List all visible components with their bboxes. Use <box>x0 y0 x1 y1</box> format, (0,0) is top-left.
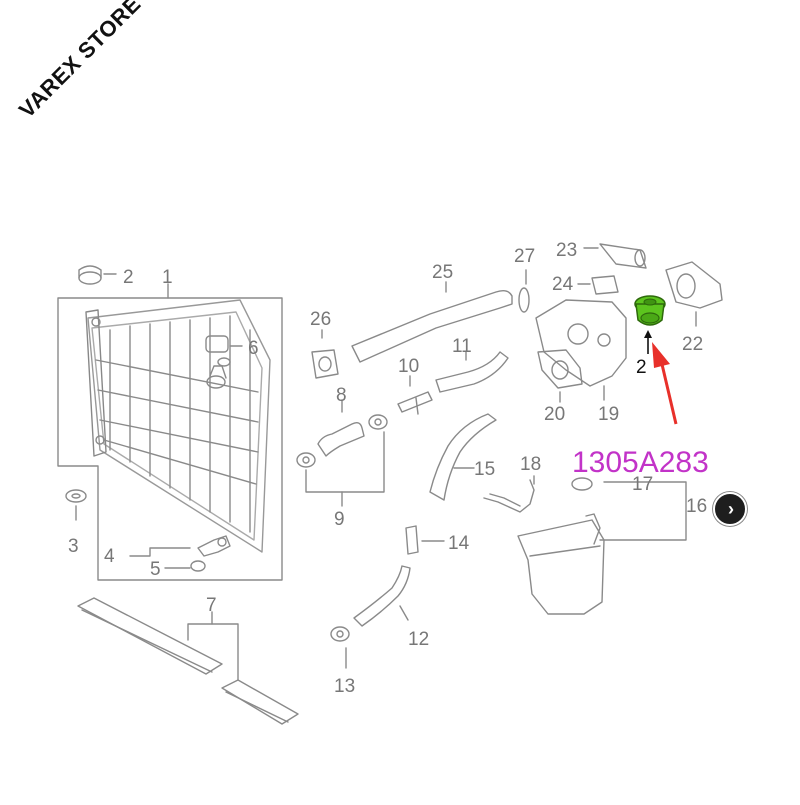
part-4-5-drain <box>129 535 231 572</box>
callout-16: 16 <box>686 496 707 517</box>
part-14-hose <box>405 525 445 555</box>
part-12-hose <box>353 565 411 627</box>
callout-12: 12 <box>408 629 429 650</box>
red-arrow-icon <box>652 342 678 425</box>
callout-13: 13 <box>334 676 355 697</box>
part-7-air-guides <box>77 597 299 725</box>
next-button[interactable]: › <box>713 492 747 526</box>
chevron-right-icon: › <box>728 499 734 519</box>
part-11-hose <box>435 351 509 393</box>
callout-7: 7 <box>206 595 217 616</box>
highlighted-part-2: 2 <box>634 295 666 378</box>
callout-18: 18 <box>520 454 541 475</box>
part-27-oring <box>518 269 530 313</box>
callout-10: 10 <box>398 356 419 377</box>
callout-5: 5 <box>150 559 161 580</box>
part-8-hose <box>317 399 365 457</box>
thermostat-housing <box>535 299 627 401</box>
callout-25: 25 <box>432 262 453 283</box>
callout-14: 14 <box>448 533 470 554</box>
part-3-bushing <box>65 489 87 521</box>
callout-26: 26 <box>310 309 331 330</box>
callout-6: 6 <box>248 338 259 359</box>
callout-3: 3 <box>68 536 79 557</box>
callout-8: 8 <box>336 385 347 406</box>
callout-9: 9 <box>334 509 345 530</box>
callout-2b: 2 <box>636 357 647 378</box>
callout-4: 4 <box>104 546 115 567</box>
callout-11: 11 <box>452 336 472 357</box>
part-2-cap <box>78 265 117 285</box>
callout-19: 19 <box>598 404 619 425</box>
part-23-fitting <box>583 243 647 269</box>
part-22-outlet <box>665 261 723 327</box>
part-9-clamps <box>296 414 388 507</box>
part-15-hose <box>429 413 497 501</box>
callout-22: 22 <box>682 334 703 355</box>
part-24-gasket <box>577 275 619 295</box>
part-10-joint <box>397 375 433 415</box>
callout-15: 15 <box>474 459 495 480</box>
part-18-pipe <box>483 475 535 513</box>
callout-2a: 2 <box>123 267 134 288</box>
part-25-pipe <box>351 281 513 363</box>
callout-27: 27 <box>514 246 535 267</box>
reservoir-tank <box>517 477 687 615</box>
callout-23: 23 <box>556 240 577 261</box>
callout-17: 17 <box>632 474 653 495</box>
callout-24: 24 <box>552 274 574 295</box>
part-number-label: 1305A283 <box>572 446 709 479</box>
radiator-assembly <box>57 283 283 581</box>
callout-1: 1 <box>162 267 173 288</box>
callout-labels: 2 1 6 3 4 5 7 8 9 10 11 12 13 14 15 16 1… <box>68 240 707 697</box>
part-6-cap <box>205 335 243 353</box>
part-26-gasket <box>311 329 339 379</box>
part-13-clamp <box>330 626 350 669</box>
callout-20: 20 <box>544 404 565 425</box>
part-20-gasket <box>537 349 583 403</box>
